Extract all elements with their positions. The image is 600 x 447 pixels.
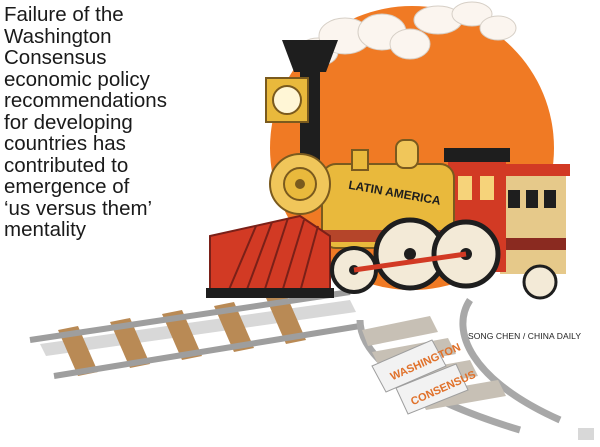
railway-track-curve: WASHINGTON CONSENSUS: [356, 298, 562, 434]
article-caption: Failure of the Washington Consensus econ…: [4, 4, 194, 241]
caption-line: mentality: [4, 218, 87, 241]
railway-track-left: [29, 289, 361, 379]
corner-logo-icon: [578, 428, 594, 440]
smokebox-front: [269, 153, 331, 215]
caption-line: economic policy: [4, 67, 150, 91]
caption-line: Consensus: [4, 46, 107, 69]
caption-line: contributed to: [4, 153, 129, 177]
caption-line: Failure of the: [4, 3, 124, 26]
caption-line: countries has: [4, 132, 126, 155]
caption-line: ‘us versus them’: [4, 196, 153, 220]
headlamp: [265, 77, 309, 123]
photo-credit: SONG CHEN / CHINA DAILY: [468, 331, 582, 341]
caption-line: Washington: [4, 24, 112, 48]
caption-line: for developing: [4, 110, 133, 134]
caption-line: recommendations: [4, 89, 167, 112]
passenger-car: [496, 164, 570, 300]
steam-cloud: [297, 1, 517, 67]
locomotive-wheels: [330, 217, 501, 294]
cow-catcher: [206, 214, 334, 298]
caption-line: emergence of: [4, 175, 130, 198]
